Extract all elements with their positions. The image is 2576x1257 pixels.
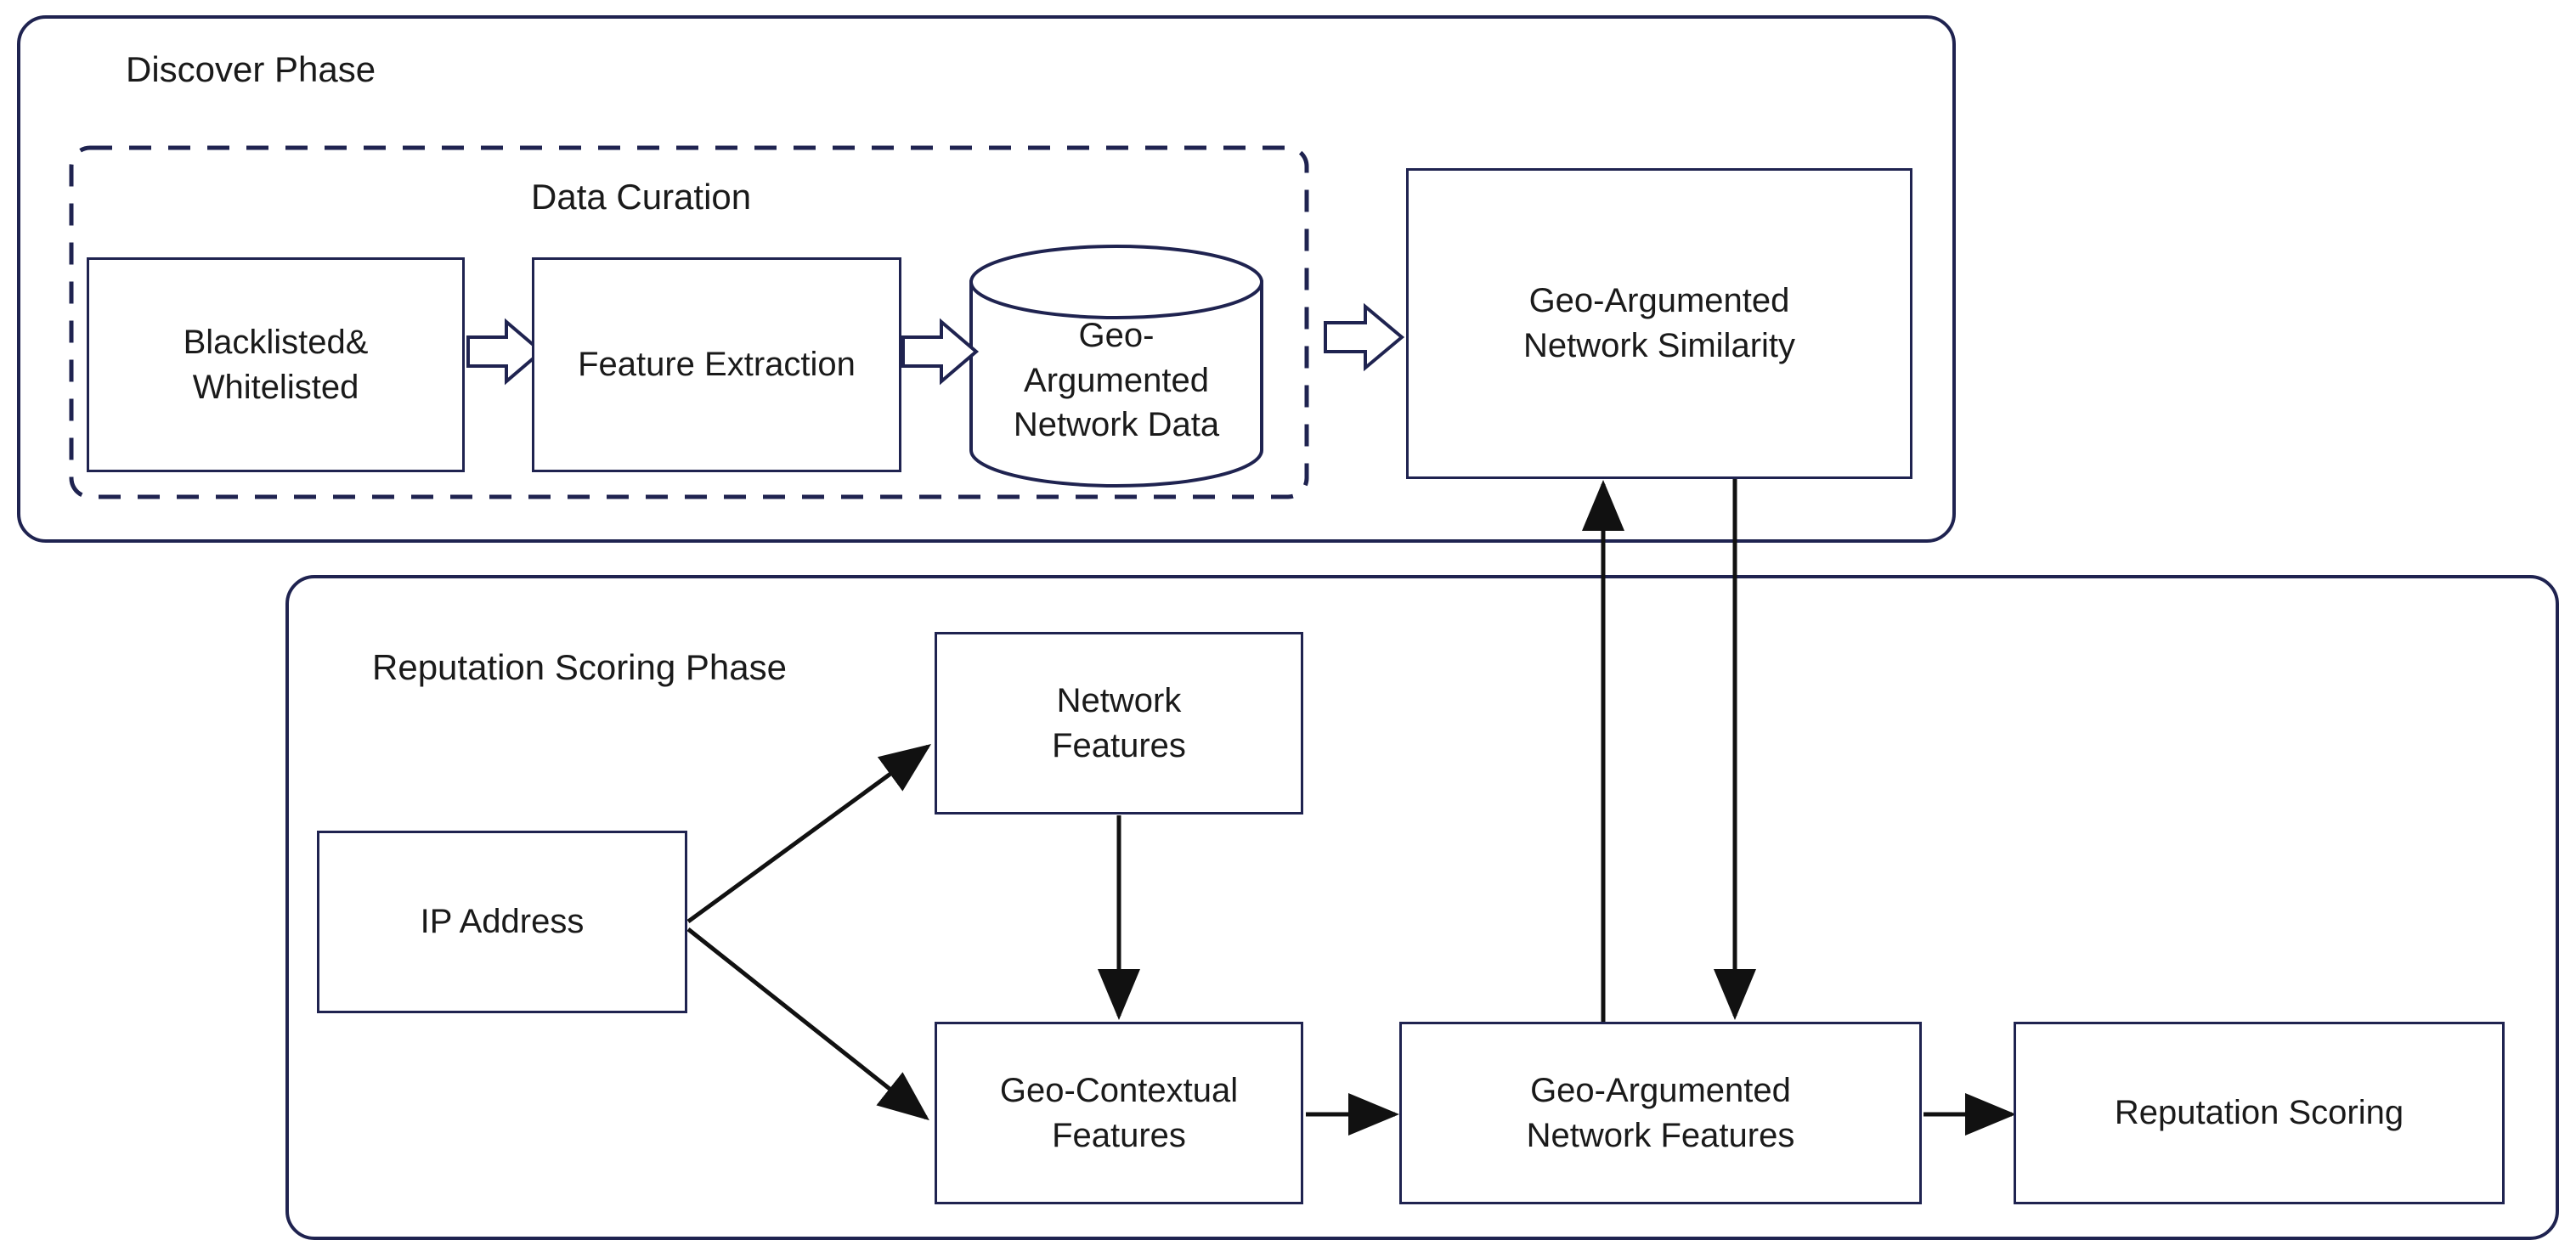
node-reputation-scoring[interactable]: Reputation Scoring bbox=[2014, 1022, 2505, 1204]
node-network-features[interactable]: Network Features bbox=[935, 632, 1303, 815]
node-geo-argumented-network-similarity[interactable]: Geo-Argumented Network Similarity bbox=[1406, 168, 1912, 479]
edge-ip-address-to-geo-contextual-features bbox=[686, 927, 929, 1121]
reputation-scoring-phase-container bbox=[285, 575, 2559, 1240]
node-geo-argumented-network-data[interactable]: Geo- Argumented Network Data bbox=[971, 246, 1262, 486]
discover-phase-container bbox=[17, 15, 1956, 543]
block-arrow-blacklisted-to-feature-extraction bbox=[466, 318, 545, 386]
node-geo-argumented-network-features[interactable]: Geo-Argumented Network Features bbox=[1399, 1022, 1922, 1204]
block-arrow-network-data-to-network-similarity bbox=[1324, 302, 1405, 372]
node-geo-argumented-network-data-label: Geo- Argumented Network Data bbox=[1013, 316, 1220, 444]
data-curation-container bbox=[69, 145, 1309, 499]
reputation-scoring-phase-title: Reputation Scoring Phase bbox=[372, 647, 787, 687]
data-curation-title: Data Curation bbox=[531, 177, 752, 217]
discover-phase-title: Discover Phase bbox=[126, 49, 376, 89]
edge-ip-address-to-network-features bbox=[686, 744, 932, 924]
database-cylinder-icon bbox=[969, 245, 1263, 488]
node-geo-contextual-features[interactable]: Geo-Contextual Features bbox=[935, 1022, 1303, 1204]
node-blacklisted-whitelisted[interactable]: Blacklisted& Whitelisted bbox=[87, 257, 465, 472]
node-ip-address[interactable]: IP Address bbox=[317, 831, 687, 1013]
block-arrow-feature-extraction-to-network-data bbox=[901, 318, 980, 386]
node-feature-extraction[interactable]: Feature Extraction bbox=[532, 257, 901, 472]
